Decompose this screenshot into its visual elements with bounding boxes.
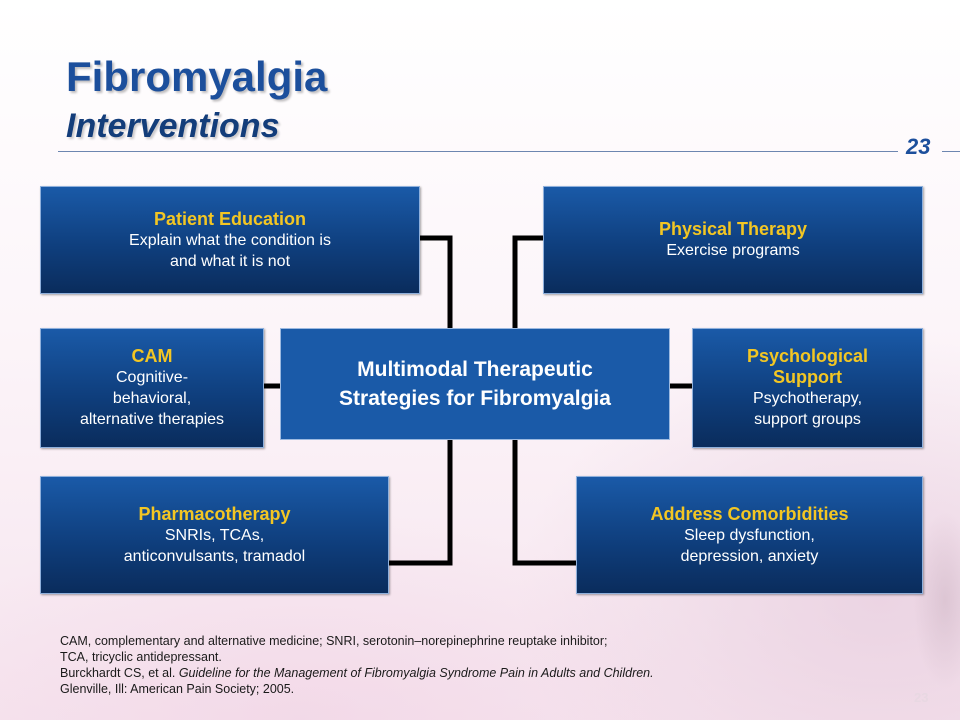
footnote-reference-1: Burckhardt CS, et al. Guideline for the … <box>60 665 880 681</box>
comorbidities-text-2: depression, anxiety <box>680 547 819 565</box>
footnote-abbreviations-1: CAM, complementary and alternative medic… <box>60 634 608 648</box>
patient-education-text-2: and what it is not <box>169 252 291 270</box>
cam-text-2: behavioral, <box>112 390 192 407</box>
patient-education-text-1: Explain what the condition is <box>129 231 331 249</box>
reference-title: Guideline for the Management of Fibromya… <box>178 666 654 680</box>
title-divider-tail <box>942 151 960 152</box>
patient-education-heading: Patient Education <box>153 208 306 229</box>
physical-therapy-heading: Physical Therapy <box>658 219 808 239</box>
reference-authors: Burckhardt CS, et al. <box>60 666 179 680</box>
pharmacotherapy-text-1: SNRIs, TCAs, <box>164 526 265 544</box>
central-strategy-box: Multimodal Therapeutic Strategies for Fi… <box>280 328 670 440</box>
cam-box: CAM Cognitive- behavioral, alternative t… <box>40 328 264 448</box>
psychological-support-text-1: Psychotherapy, <box>752 390 863 407</box>
psychological-support-box: Psychological Support Psychotherapy, sup… <box>692 328 923 448</box>
psychological-support-heading-1: Psychological <box>746 346 869 366</box>
patient-education-box: Patient Education Explain what the condi… <box>40 186 420 294</box>
pharmacotherapy-heading: Pharmacotherapy <box>138 503 291 524</box>
physical-therapy-box: Physical Therapy Exercise programs <box>543 186 923 294</box>
slide-title: Fibromyalgia <box>66 53 328 100</box>
slide-subtitle: Interventions <box>66 107 280 145</box>
cam-heading: CAM <box>131 346 173 366</box>
cam-text-1: Cognitive- <box>115 369 189 386</box>
psychological-support-text-2: support groups <box>754 411 861 428</box>
psychological-support-heading-2: Support <box>773 367 842 387</box>
comorbidities-heading: Address Comorbidities <box>650 503 849 524</box>
title-divider <box>58 151 898 152</box>
cam-text-3: alternative therapies <box>79 411 225 428</box>
slide-number: 23 <box>906 134 931 159</box>
central-strategy-line-2: Strategies for Fibromyalgia <box>339 387 611 410</box>
pharmacotherapy-box: Pharmacotherapy SNRIs, TCAs, anticonvuls… <box>40 476 389 594</box>
slide-number-footer: 23 <box>914 690 929 705</box>
footnote-reference-2: Glenville, Ill: American Pain Society; 2… <box>60 682 295 696</box>
comorbidities-text-1: Sleep dysfunction, <box>684 526 815 544</box>
footnotes: CAM, complementary and alternative medic… <box>60 633 880 697</box>
pharmacotherapy-text-2: anticonvulsants, tramadol <box>123 547 306 565</box>
central-strategy-line-1: Multimodal Therapeutic <box>357 358 593 381</box>
comorbidities-box: Address Comorbidities Sleep dysfunction,… <box>576 476 923 594</box>
footnote-abbreviations-2: TCA, tricyclic antidepressant. <box>60 650 222 664</box>
physical-therapy-text: Exercise programs <box>666 242 800 259</box>
